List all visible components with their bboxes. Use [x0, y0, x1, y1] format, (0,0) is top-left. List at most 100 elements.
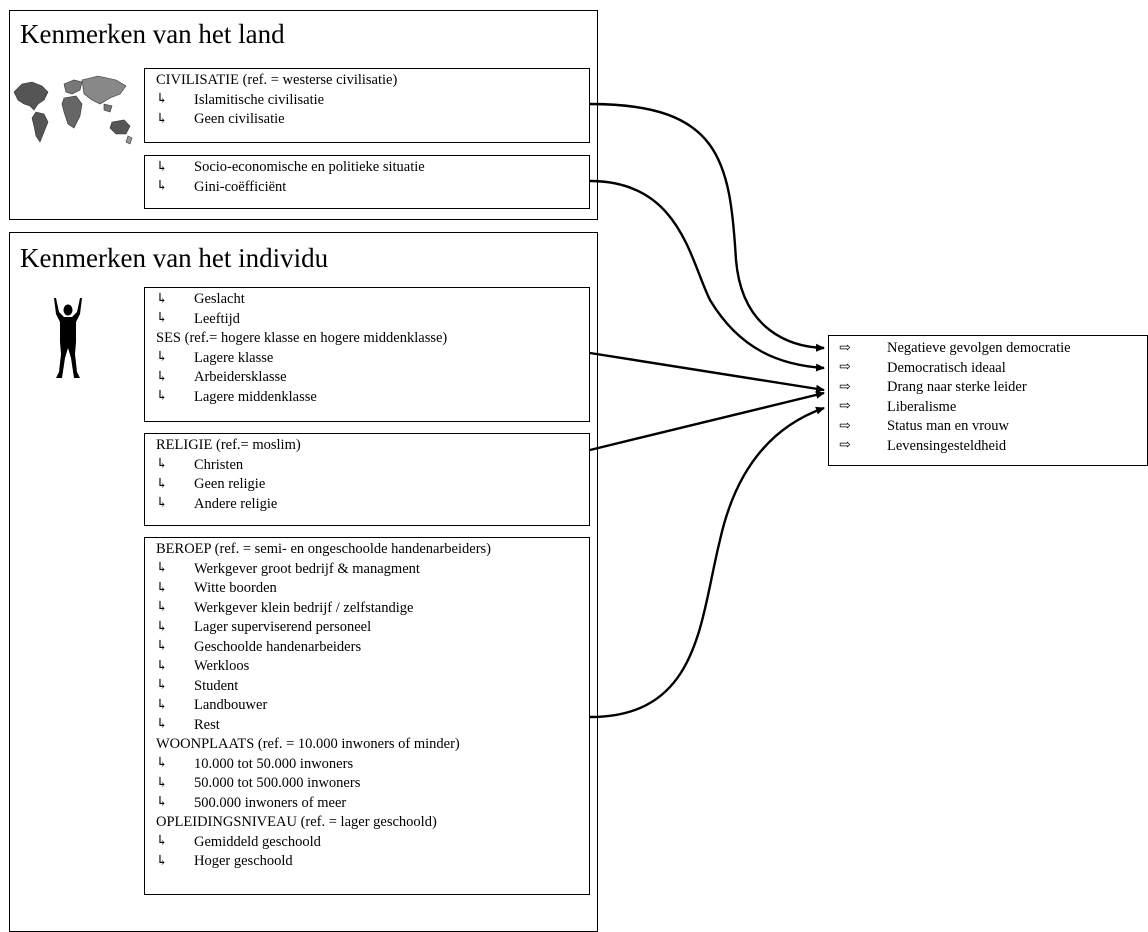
- list-item: ⇨ Drang naar sterke leider: [839, 378, 1147, 398]
- outcomes-box: ⇨ Negatieve gevolgen democratie ⇨ Democrat…: [828, 335, 1148, 466]
- hollow-right-arrow-icon: ⇨: [839, 418, 851, 434]
- beroep-box: BEROEP (ref. = semi- en ongeschoolde han…: [144, 537, 590, 895]
- item-label: Gemiddeld geschoold: [194, 833, 321, 850]
- list-item: ↳ Lagere middenklasse: [156, 388, 589, 408]
- hook-arrow-icon: ↳: [156, 658, 168, 674]
- list-item: ↳ Student: [156, 677, 589, 697]
- list-item: ⇨ Status man en vrouw: [839, 417, 1147, 437]
- connector-layer: [589, 102, 825, 719]
- list-item: ↳ 500.000 inwoners of meer: [156, 794, 589, 814]
- item-label: Geen civilisatie: [194, 111, 285, 127]
- ses-header: SES (ref.= hogere klasse en hogere midde…: [156, 330, 448, 346]
- arrow-socio: [589, 179, 825, 372]
- list-item: ↳ Socio-economische en politieke situatie: [156, 158, 589, 178]
- list-item: ↳ Islamitische civilisatie: [156, 91, 589, 111]
- list-item: ↳Geen civilisatie: [156, 110, 589, 130]
- land-title: Kenmerken van het land: [20, 19, 285, 49]
- hook-arrow-icon: ↳: [156, 678, 168, 694]
- item-label: Landbouwer: [194, 697, 268, 713]
- hollow-right-arrow-icon: ⇨: [839, 438, 851, 454]
- person-icon: [54, 298, 82, 378]
- hollow-right-arrow-icon: ⇨: [839, 360, 851, 376]
- item-label: Leeftijd: [194, 310, 240, 327]
- hollow-right-arrow-icon: ⇨: [839, 340, 851, 356]
- item-label: 500.000 inwoners of meer: [194, 794, 347, 811]
- item-label: Islamitische civilisatie: [194, 91, 325, 108]
- list-item: ↳ Rest: [156, 716, 589, 736]
- item-label: Witte boorden: [194, 580, 277, 596]
- list-item: ↳ Geen religie: [156, 475, 589, 495]
- list-item: ↳ Lagere klasse: [156, 349, 589, 369]
- item-label: Lagere klasse: [194, 349, 274, 366]
- hook-arrow-icon: ↳: [156, 457, 168, 473]
- religie-box: RELIGIE (ref.= moslim) ↳ Christen ↳ Geen r…: [144, 433, 590, 526]
- item-label: Lagere middenklasse: [194, 388, 317, 405]
- list-item: ↳ Andere religie: [156, 495, 589, 515]
- ses-box: ↳ Geslacht ↳ Leeftijd SES (ref.= hogere kl…: [144, 287, 590, 422]
- item-label: Christen: [194, 456, 244, 473]
- list-item: ↳10.000 tot 50.000 inwoners: [156, 755, 589, 775]
- item-label: Andere religie: [194, 495, 278, 512]
- item-label: Lager superviserend personeel: [194, 619, 372, 635]
- socio-box: ↳ Socio-economische en politieke situatie…: [144, 155, 590, 209]
- hook-arrow-icon: ↳: [156, 291, 168, 307]
- hook-arrow-icon: ↳: [156, 717, 168, 733]
- item-label: Geen religie: [194, 476, 266, 492]
- item-label: Democratisch ideaal: [887, 359, 1006, 376]
- hook-arrow-icon: ↳: [156, 369, 168, 385]
- item-label: Geslacht: [194, 291, 245, 307]
- item-label: Arbeidersklasse: [194, 369, 287, 385]
- arrow-ses: [589, 351, 825, 393]
- hook-arrow-icon: ↳: [156, 775, 168, 791]
- hook-arrow-icon: ↳: [156, 311, 168, 327]
- individu-title: Kenmerken van het individu: [20, 243, 329, 273]
- item-label: Werkgever klein bedrijf / zelfstandige: [194, 599, 414, 616]
- hollow-right-arrow-icon: ⇨: [839, 399, 851, 415]
- item-label: Geschoolde handenarbeiders: [194, 638, 362, 655]
- item-label: Status man en vrouw: [887, 418, 1010, 434]
- hook-arrow-icon: ↳: [156, 476, 168, 492]
- hook-arrow-icon: ↳: [156, 756, 168, 772]
- hook-arrow-icon: ↳: [156, 619, 168, 635]
- list-item: ↳ Leeftijd: [156, 310, 589, 330]
- list-item: ↳Gemiddeld geschoold: [156, 833, 589, 853]
- item-label: Werkgever groot bedrijf & managment: [194, 560, 420, 577]
- list-item: ↳Gini-coëfficiënt: [156, 178, 589, 198]
- hook-arrow-icon: ↳: [156, 389, 168, 405]
- list-item: ↳ Lager superviserend personeel: [156, 618, 589, 638]
- hook-arrow-icon: ↳: [156, 580, 168, 596]
- list-item: ↳ Witte boorden: [156, 579, 589, 599]
- list-item: ⇨Liberalisme: [839, 398, 1147, 418]
- hollow-right-arrow-icon: ⇨: [839, 379, 851, 395]
- arrow-civilisatie: [589, 102, 825, 352]
- hook-arrow-icon: ↳: [156, 496, 168, 512]
- hook-arrow-icon: ↳: [156, 350, 168, 366]
- list-item: ↳ Christen: [156, 456, 589, 476]
- list-item: ⇨Levensingesteldheid: [839, 437, 1147, 457]
- woonplaats-header: WOONPLAATS (ref. = 10.000 inwoners of mi…: [156, 736, 460, 752]
- item-label: Rest: [194, 716, 220, 733]
- list-item: ↳50.000 tot 500.000 inwoners: [156, 774, 589, 794]
- hook-arrow-icon: ↳: [156, 853, 168, 869]
- list-item: ⇨ Negatieve gevolgen democratie: [839, 339, 1147, 359]
- hook-arrow-icon: ↳: [156, 92, 168, 108]
- list-item: ↳ Arbeidersklasse: [156, 368, 589, 388]
- beroep-header: BEROEP (ref. = semi- en ongeschoolde han…: [156, 541, 491, 557]
- item-label: Negatieve gevolgen democratie: [887, 340, 1071, 356]
- civilisatie-header: CIVILISATIE (ref. = westerse civilisatie…: [156, 72, 398, 88]
- hook-arrow-icon: ↳: [156, 159, 168, 175]
- item-label: Drang naar sterke leider: [887, 379, 1027, 395]
- item-label: Werkloos: [194, 658, 250, 674]
- hook-arrow-icon: ↳: [156, 795, 168, 811]
- hook-arrow-icon: ↳: [156, 600, 168, 616]
- list-item: ⇨ Democratisch ideaal: [839, 359, 1147, 379]
- hook-arrow-icon: ↳: [156, 179, 168, 195]
- religie-header: RELIGIE (ref.= moslim): [156, 437, 301, 453]
- list-item: ↳Landbouwer: [156, 696, 589, 716]
- item-label: Student: [194, 677, 239, 694]
- item-label: Hoger geschoold: [194, 853, 293, 869]
- civilisatie-box: CIVILISATIE (ref. = westerse civilisatie…: [144, 68, 590, 143]
- item-label: Socio-economische en politieke situatie: [194, 159, 425, 175]
- list-item: ↳ Hoger geschoold: [156, 852, 589, 872]
- list-item: ↳ Werkloos: [156, 657, 589, 677]
